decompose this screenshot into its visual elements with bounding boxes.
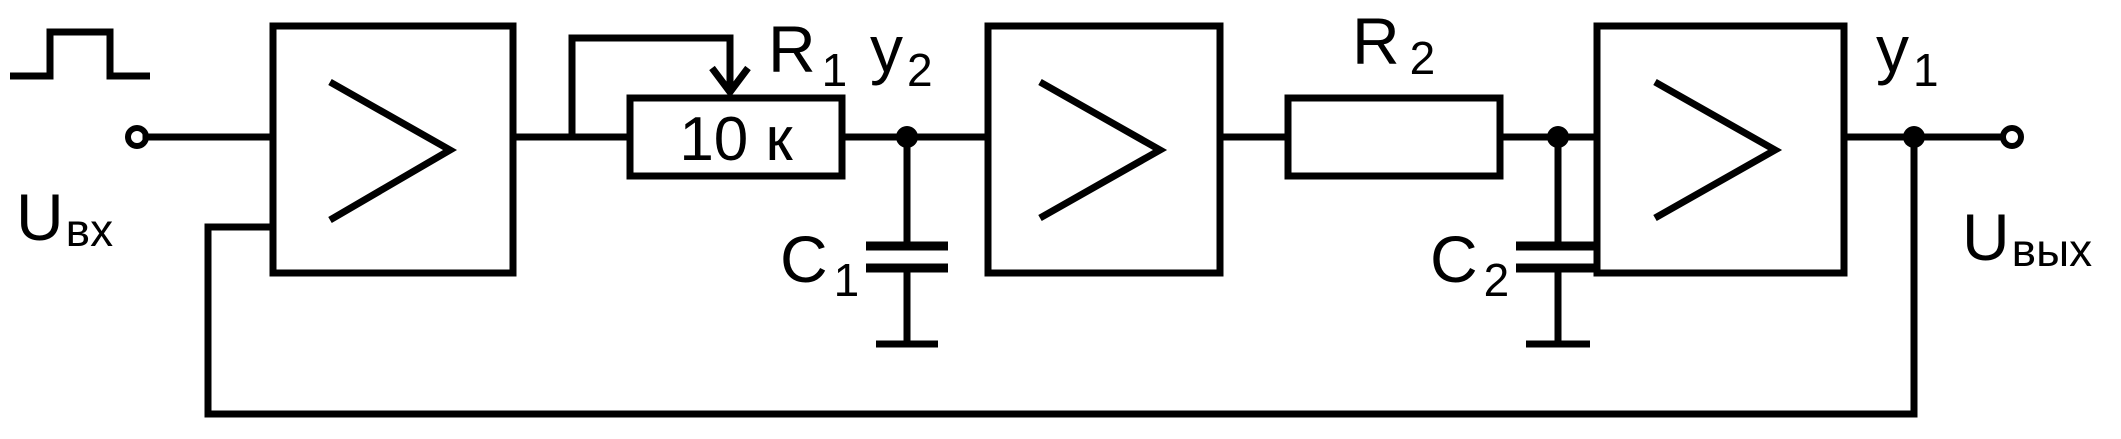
y1-label: y1 bbox=[1876, 12, 1939, 96]
resistor-r1[interactable] bbox=[626, 94, 846, 180]
resistor-r2[interactable] bbox=[1284, 94, 1504, 180]
input-pulse-icon bbox=[10, 28, 150, 80]
output-terminal[interactable] bbox=[2000, 125, 2024, 149]
r1-wiper-arrow-icon bbox=[709, 65, 751, 98]
output-label: Uвых bbox=[1962, 200, 2092, 276]
y2-label: y2 bbox=[870, 12, 933, 96]
input-label: Uвх bbox=[16, 180, 113, 256]
amplifier-2-symbol bbox=[1038, 78, 1168, 222]
r1-value-label: 10 к bbox=[679, 105, 793, 174]
amplifier-3-symbol bbox=[1653, 78, 1783, 222]
feedback-wire bbox=[204, 133, 1918, 418]
amplifier-1[interactable] bbox=[269, 22, 517, 277]
r1-wiper-loop bbox=[568, 34, 734, 141]
amplifier-1-symbol bbox=[328, 78, 458, 224]
amplifier-3[interactable] bbox=[1593, 22, 1848, 277]
amplifier-2[interactable] bbox=[984, 22, 1224, 277]
